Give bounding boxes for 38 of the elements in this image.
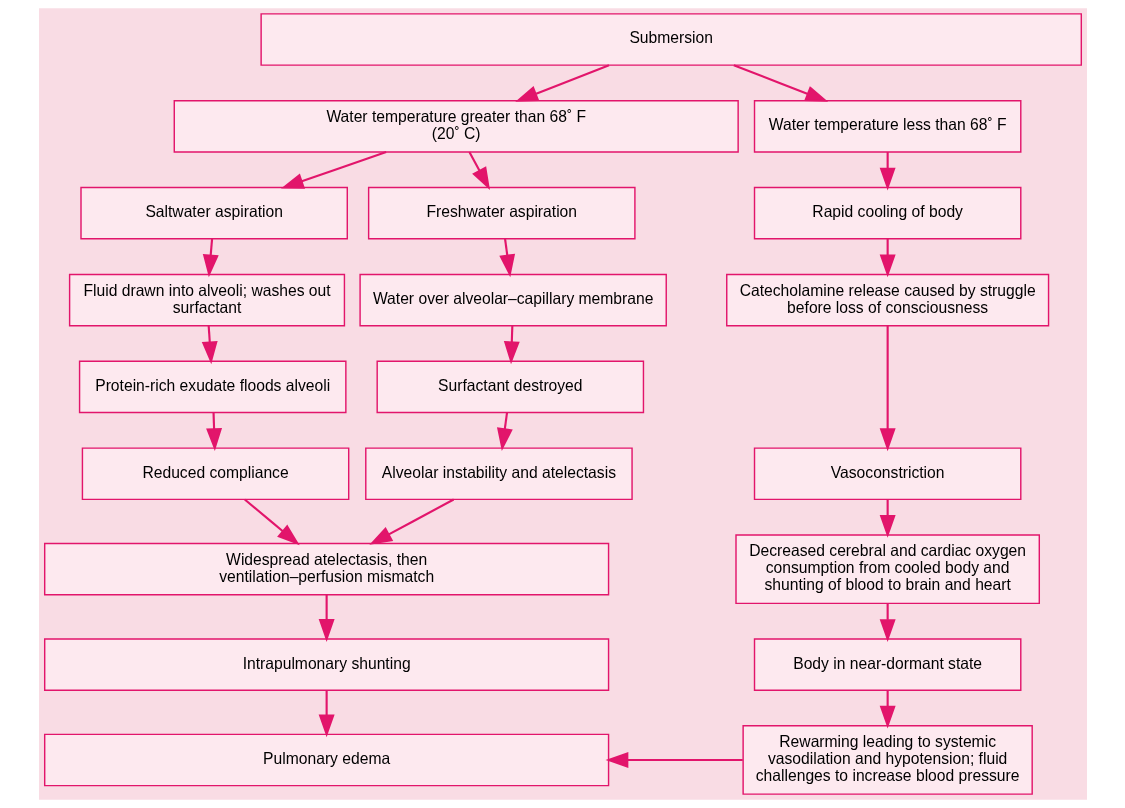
node-box: Reduced compliance: [81, 447, 349, 501]
node-box: Protein-rich exudate floods alveoli: [78, 360, 347, 414]
node-box: Water over alveolar–capillary membrane: [358, 273, 667, 327]
node-box: Catecholamine release caused by struggle before loss of consciousness: [725, 273, 1049, 327]
arrow: [243, 498, 300, 546]
arrow: [514, 64, 609, 102]
arrow: [498, 238, 515, 278]
arrow: [605, 752, 743, 768]
node-box: Alveolar instability and atelectasis: [364, 447, 633, 501]
arrow: [467, 151, 490, 191]
node-box: Pulmonary edema: [43, 733, 609, 787]
node-box: Body in near-dormant state: [753, 638, 1021, 691]
arrow: [879, 603, 896, 643]
node-box: Submersion: [259, 13, 1082, 66]
node-box: Freshwater aspiration: [367, 186, 636, 240]
arrow: [280, 151, 387, 189]
node-box: Surfactant destroyed: [375, 360, 644, 414]
node-box: Intrapulmonary shunting: [43, 638, 609, 691]
node-box: Decreased cerebral and cardiac oxygen consumption from cooled body and shunting of blood to brain and heart: [734, 534, 1040, 605]
node-box: Water temperature less than 68˚ F: [753, 100, 1021, 153]
arrow: [879, 690, 896, 729]
node-box: Vasoconstriction: [753, 447, 1021, 501]
node-box: Saltwater aspiration: [79, 186, 348, 240]
node-box: Fluid drawn into alveoli; washes out surfactant: [68, 273, 345, 327]
arrow: [201, 325, 218, 365]
arrow: [879, 325, 896, 452]
arrow: [496, 412, 513, 451]
arrow: [879, 238, 896, 278]
arrow: [202, 238, 219, 278]
arrow: [318, 690, 335, 738]
node-box: Widespread atelectasis, then ventilation–perfusion mismatch: [43, 542, 609, 596]
arrow: [732, 64, 828, 102]
node-box: Rewarming leading to systemic vasodilation and hypotension; fluid challenges to increase blood pressure: [741, 725, 1033, 795]
arrow: [318, 594, 335, 642]
arrow: [879, 152, 896, 191]
arrow: [368, 498, 454, 545]
node-box: Rapid cooling of body: [753, 186, 1021, 240]
node-box: Water temperature greater than 68˚ F (20˚ C): [173, 100, 739, 153]
